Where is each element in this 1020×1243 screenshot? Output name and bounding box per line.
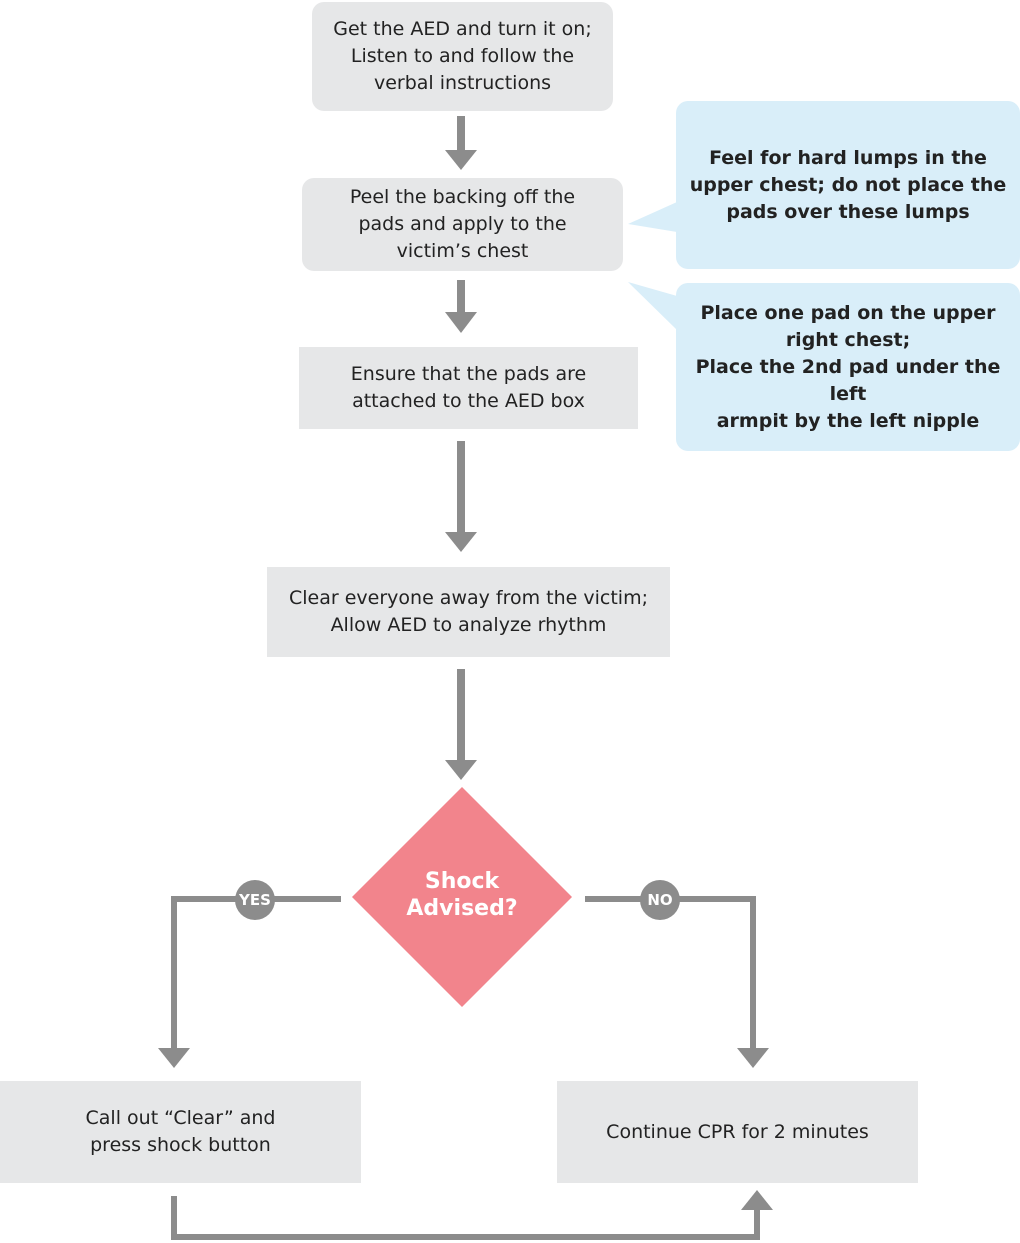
decision-label-line1: Shock (424, 869, 500, 894)
no-label: NO (647, 891, 673, 909)
callout-pointer-placement (628, 282, 677, 330)
step-call-clear-label: Call out “Clear” and press shock button (85, 1107, 276, 1156)
no-badge (640, 880, 680, 920)
step-clear-everyone: Clear everyone away from the victim; All… (267, 567, 670, 657)
return-connector (171, 1190, 773, 1240)
callout-placement: Place one pad on the upper right chest; … (676, 283, 1020, 451)
yes-label: YES (239, 891, 271, 909)
step-clear-everyone-label: Clear everyone away from the victim; All… (289, 587, 648, 636)
callout-placement-label: Place one pad on the upper right chest; … (695, 301, 1001, 432)
no-connector (585, 896, 769, 1068)
step-ensure-attached: Ensure that the pads are attached to the… (299, 347, 638, 429)
callout-pointer-lumps (628, 202, 677, 232)
arrow-3 (445, 441, 477, 552)
yes-connector (158, 896, 341, 1068)
step-ensure-attached-label: Ensure that the pads are attached to the… (350, 363, 587, 412)
step-peel-pads: Peel the backing off the pads and apply … (302, 178, 623, 271)
step-get-aed: Get the AED and turn it on; Listen to an… (312, 2, 613, 111)
callout-lumps: Feel for hard lumps in the upper chest; … (676, 101, 1020, 269)
step-peel-pads-label: Peel the backing off the pads and apply … (349, 186, 576, 262)
arrow-1 (445, 116, 477, 170)
decision-label-line2: Advised? (406, 896, 518, 921)
yes-badge (235, 880, 275, 920)
step-continue-cpr: Continue CPR for 2 minutes (557, 1081, 918, 1183)
callout-lumps-label: Feel for hard lumps in the upper chest; … (689, 146, 1007, 223)
step-call-clear: Call out “Clear” and press shock button (0, 1081, 361, 1183)
decision-label: Shock Advised? (380, 868, 544, 922)
arrow-4 (445, 669, 477, 780)
step-continue-cpr-label: Continue CPR for 2 minutes (606, 1120, 869, 1143)
step-get-aed-label: Get the AED and turn it on; Listen to an… (333, 18, 592, 94)
arrow-2 (445, 280, 477, 333)
decision-diamond (352, 787, 572, 1007)
